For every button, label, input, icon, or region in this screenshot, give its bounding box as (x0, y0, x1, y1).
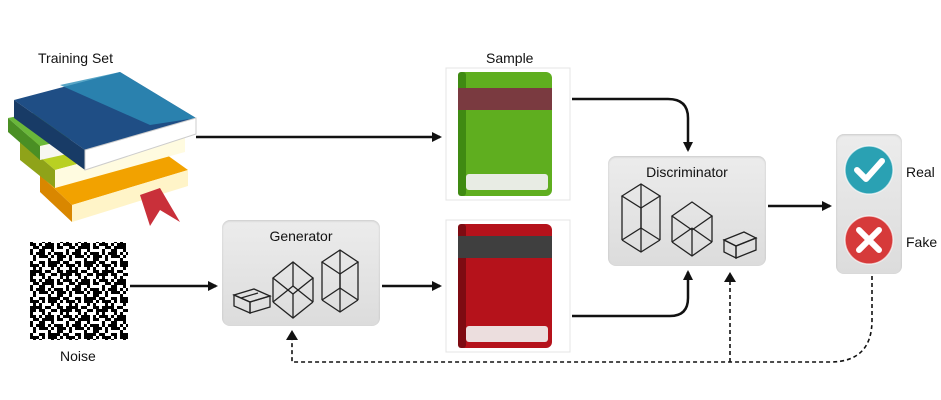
generator-label: Generator (269, 228, 333, 244)
feedback-arrowhead-generator (286, 330, 298, 340)
noise-label: Noise (60, 348, 96, 364)
training-set-label: Training Set (38, 50, 113, 66)
fake-frame (445, 219, 571, 353)
output-box (836, 134, 902, 274)
arrow-fake-to-discriminator (572, 270, 693, 318)
fake-label: Fake (906, 234, 938, 250)
sample-label: Sample (486, 50, 534, 66)
discriminator-label: Discriminator (646, 164, 728, 180)
red-book-icon (458, 224, 552, 348)
generator-box: Generator (222, 220, 380, 326)
real-label: Real (906, 164, 935, 180)
discriminator-box: Discriminator (608, 156, 766, 266)
feedback-arrowhead-discriminator (724, 272, 736, 282)
arrow-sample-to-discriminator (572, 97, 693, 152)
sample-frame (445, 67, 571, 201)
green-book-icon (458, 72, 552, 196)
